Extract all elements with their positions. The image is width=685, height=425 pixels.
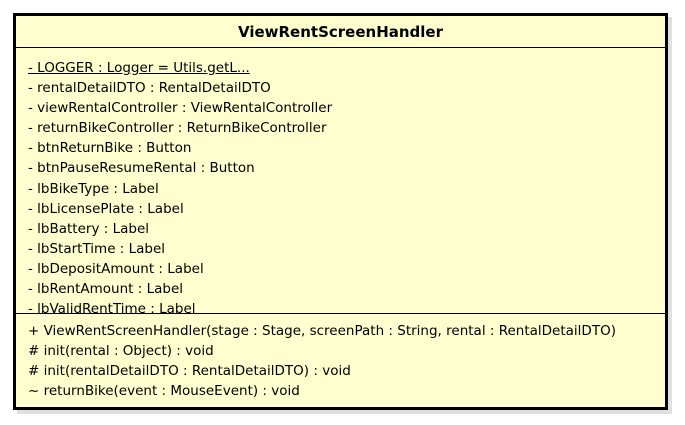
uml-class-box[interactable]: ViewRentScreenHandler - LOGGER : Logger … bbox=[13, 13, 668, 410]
operations-compartment: + ViewRentScreenHandler(stage : Stage, s… bbox=[16, 314, 665, 401]
attribute-logger: - LOGGER : Logger = Utils.getL... bbox=[28, 60, 250, 76]
attribute-return-bike-controller: - returnBikeController : ReturnBikeContr… bbox=[28, 120, 327, 137]
class-name: ViewRentScreenHandler bbox=[237, 22, 443, 41]
operation-constructor: + ViewRentScreenHandler(stage : Stage, s… bbox=[28, 323, 616, 339]
attribute-lb-start-time: - lbStartTime : Label bbox=[28, 240, 166, 257]
attribute-lb-deposit-amount: - lbDepositAmount : Label bbox=[28, 260, 204, 277]
attributes-compartment: - LOGGER : Logger = Utils.getL... - rent… bbox=[16, 48, 665, 317]
class-header: ViewRentScreenHandler bbox=[16, 16, 665, 48]
attribute-btn-pause-resume-rental: - btnPauseResumeRental : Button bbox=[28, 160, 255, 177]
attribute-rental-detail-dto: - rentalDetailDTO : RentalDetailDTO bbox=[28, 80, 271, 97]
attribute-view-rental-controller: - viewRentalController : ViewRentalContr… bbox=[28, 100, 333, 117]
attribute-lb-valid-rent-time: - lbValidRentTime : Label bbox=[28, 301, 196, 318]
attribute-lb-bike-type: - lbBikeType : Label bbox=[28, 180, 159, 197]
operation-init-rental-detail-dto: # init(rentalDetailDTO : RentalDetailDTO… bbox=[28, 363, 351, 380]
attribute-lb-license-plate: - lbLicensePlate : Label bbox=[28, 200, 184, 217]
operation-init-object: # init(rental : Object) : void bbox=[28, 343, 214, 360]
attribute-lb-battery: - lbBattery : Label bbox=[28, 220, 149, 237]
operation-return-bike: ~ returnBike(event : MouseEvent) : void bbox=[28, 383, 300, 400]
attribute-lb-rent-amount: - lbRentAmount : Label bbox=[28, 281, 184, 298]
attribute-btn-return-bike: - btnReturnBike : Button bbox=[28, 140, 192, 157]
